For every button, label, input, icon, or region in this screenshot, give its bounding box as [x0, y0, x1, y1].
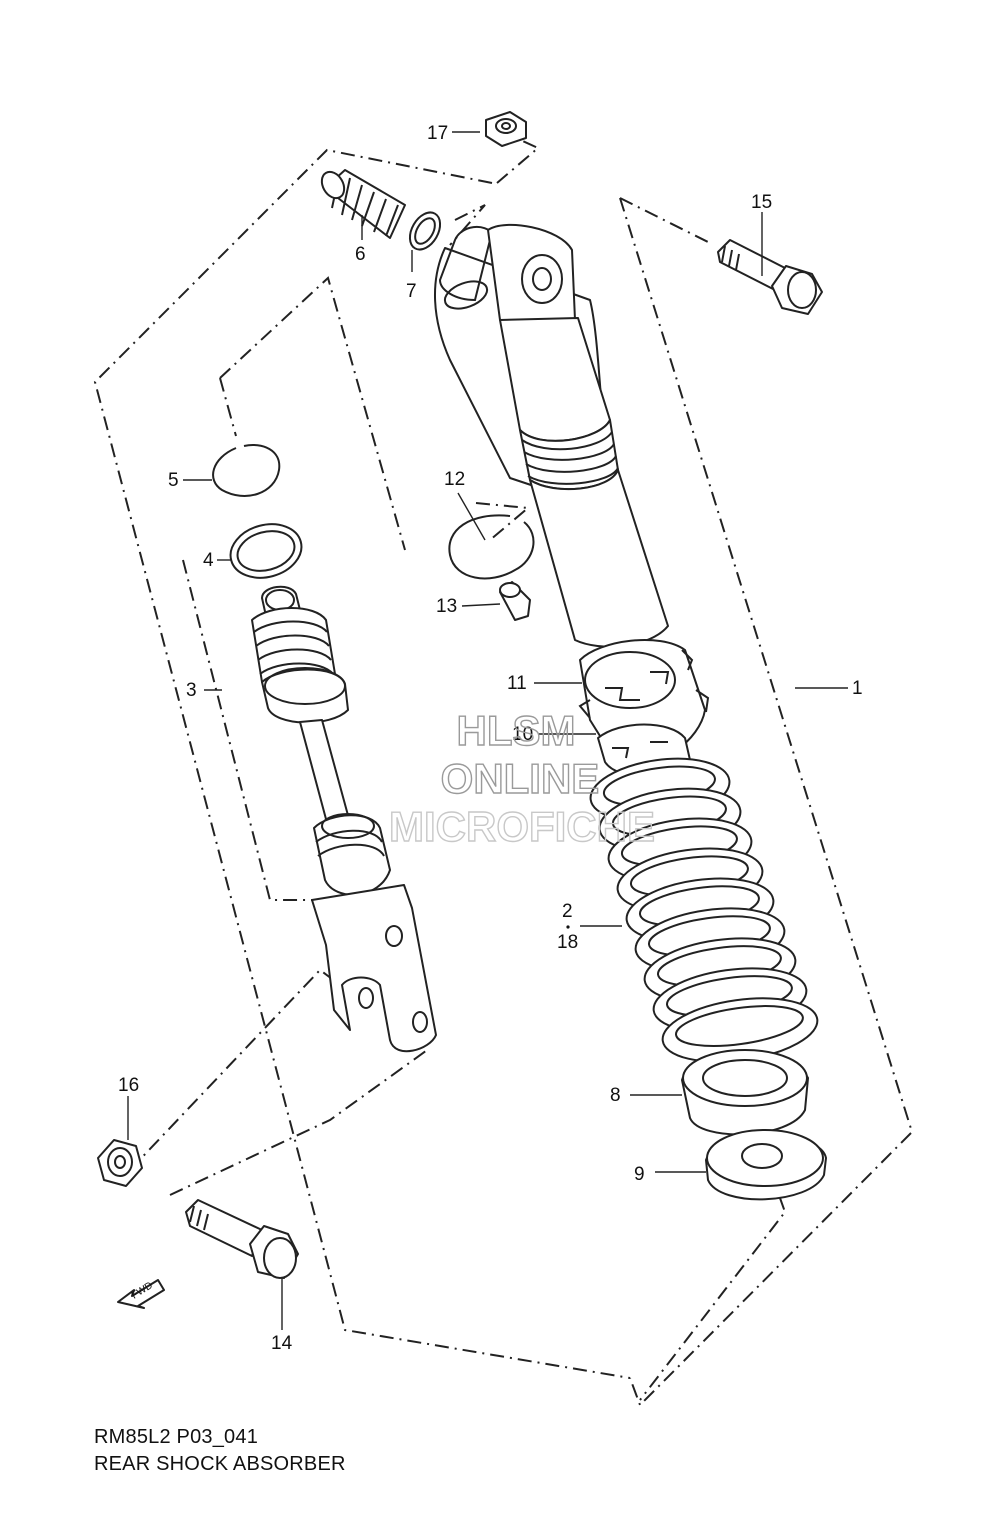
callout-3: 3: [186, 680, 197, 701]
watermark-line-3: MICROFICHE: [389, 803, 655, 850]
leader-line-9: [639, 1169, 787, 1401]
watermark-line-1: HLSM: [457, 707, 576, 754]
leader-line-15: [619, 197, 713, 245]
circlip-12: [448, 514, 535, 580]
ring-4: [229, 523, 303, 579]
coil-spring-2-18: [589, 757, 819, 1063]
seat-9: [705, 1129, 827, 1201]
damper-rod-3: [251, 585, 437, 1053]
diagram-title: REAR SHOCK ABSORBER: [94, 1453, 346, 1475]
callout-11: 11: [507, 673, 527, 694]
callout-18: 18: [557, 932, 578, 953]
callout-17: 17: [427, 123, 448, 144]
callout-5: 5: [168, 470, 179, 491]
shock-body-1: [433, 223, 669, 648]
o-ring-7-inner: [414, 217, 436, 245]
nut-17: [485, 111, 527, 147]
callout-4: 4: [203, 550, 214, 571]
leader-line-16: [129, 968, 341, 1171]
leader-line-5: [219, 377, 237, 437]
callout-14: 14: [271, 1333, 293, 1354]
assembly-outline-3: [182, 276, 406, 901]
diagram-code: RM85L2 P03_041: [94, 1426, 259, 1448]
callout-6: 6: [355, 244, 366, 265]
watermark: HLSM ONLINE MICROFICHE: [388, 706, 655, 850]
callout-13: 13: [436, 596, 457, 617]
spring-seat-8: [681, 1049, 809, 1136]
o-ring-7: [408, 211, 442, 251]
callout-9: 9: [634, 1164, 645, 1185]
valve-13: [499, 581, 531, 621]
circlip-5: [212, 444, 281, 497]
nut-16: [97, 1139, 143, 1187]
leader-line-12: [475, 502, 531, 541]
bolt-15: [717, 239, 823, 315]
forward-arrow-icon: FWD: [117, 1279, 165, 1309]
callout-16: 16: [118, 1075, 139, 1096]
callout-2: 2: [562, 901, 573, 922]
leader-line-14: [169, 1047, 431, 1196]
callout-numbers: 17 6 7 15 5 12 4 13 3 11 1 10 2 18 8 16 …: [118, 123, 863, 1354]
callout-8: 8: [610, 1085, 621, 1106]
callout-leaders: [127, 131, 848, 1330]
boot-6: [320, 169, 406, 239]
watermark-line-2: ONLINE: [441, 755, 600, 802]
bolt-14: [185, 1199, 299, 1279]
callout-separator-dot: [566, 925, 570, 929]
callout-7: 7: [406, 281, 417, 302]
callout-15: 15: [751, 192, 772, 213]
assembly-outline-1: [93, 148, 914, 1407]
callout-12: 12: [444, 469, 465, 490]
callout-10: 10: [512, 724, 533, 745]
callout-1: 1: [852, 678, 863, 699]
spring-coil-inner: [675, 1005, 804, 1047]
